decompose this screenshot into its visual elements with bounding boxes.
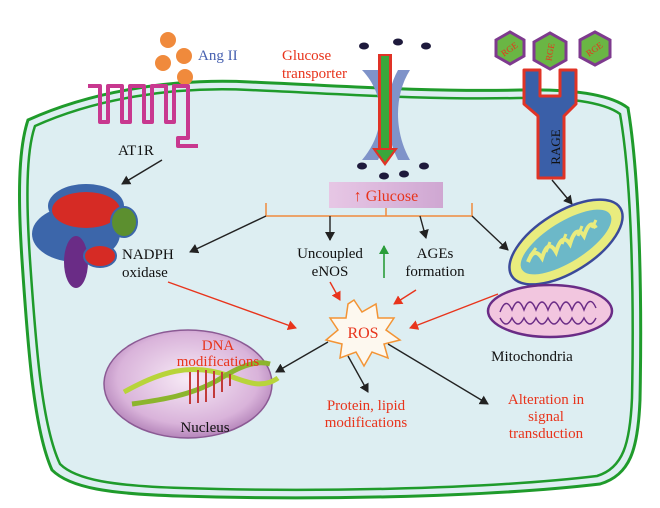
at1r-receptor-icon: [88, 84, 198, 148]
glucose-transporter-label-1: Glucose: [282, 48, 331, 64]
arrow-rage-mitochondria: [551, 179, 573, 205]
arrow-ros-protein: [347, 355, 369, 393]
ang-ii-label: Ang II: [198, 48, 238, 64]
uncoupled-label-2: eNOS: [312, 264, 349, 280]
arrow-uncoupled-ros: [329, 281, 341, 301]
arrow-ages-ros: [393, 289, 417, 305]
signal-label-3: transduction: [509, 426, 584, 442]
nucleus-icon: [103, 329, 280, 439]
nadph-oxidase-complex-icon: [32, 184, 138, 288]
membrane-inner: [26, 88, 634, 492]
dna-label-2: modifications: [177, 354, 260, 370]
rge-ligands: [494, 30, 612, 71]
ang-ii-particles: [155, 32, 193, 85]
dna-label-1: DNA: [202, 338, 235, 354]
nucleus-label: Nucleus: [180, 420, 229, 436]
arrow-ros-signal: [387, 343, 489, 405]
uncoupled-label-1: Uncoupled: [297, 246, 363, 262]
ros-label: ROS: [347, 325, 378, 342]
signal-label-2: signal: [528, 409, 564, 425]
rage-label: RAGE: [548, 129, 563, 164]
arrow-mito-ros: [409, 293, 499, 330]
signal-label-1: Alteration in: [508, 392, 585, 408]
protein-label-2: modifications: [325, 415, 408, 431]
rge-label-2: RGE: [544, 42, 557, 62]
glucose-transporter-label-2: transporter: [282, 66, 347, 82]
arrow-to-nadph: [189, 215, 267, 254]
arrow-to-ages: [419, 215, 429, 239]
ros-burst-icon: [324, 298, 402, 368]
mitochondrion-lower-icon: [486, 283, 614, 339]
arrow-ros-dna: [275, 341, 329, 373]
arrow-to-mitochondria-a: [471, 215, 509, 251]
at1r-label: AT1R: [118, 143, 154, 159]
glucose-transporter-icon: [357, 38, 431, 180]
glucose-box-label: ↑ Glucose: [354, 188, 418, 205]
protein-label-1: Protein, lipid: [327, 398, 406, 414]
nadph-label-1: NADPH: [122, 247, 174, 263]
nadph-label-2: oxidase: [122, 265, 168, 281]
arrow-at1r-nadph: [121, 159, 163, 185]
glucose-bracket: [265, 203, 473, 217]
mitochondria-label: Mitochondria: [491, 349, 573, 365]
glucose-box: [329, 182, 443, 208]
arrow-nadph-ros: [167, 281, 297, 330]
ages-label-1: AGEs: [417, 246, 454, 262]
mitochondrion-upper-icon: [508, 198, 624, 286]
ages-label-2: formation: [405, 264, 465, 280]
rage-receptor-icon: [522, 68, 578, 180]
